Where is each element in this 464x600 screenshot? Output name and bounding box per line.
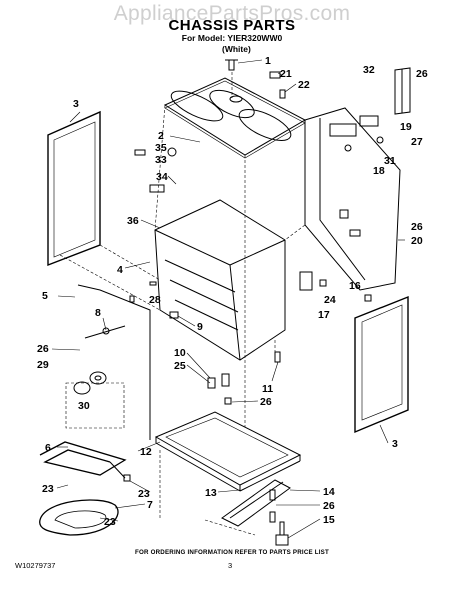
oven-cavity-part: [154, 199, 286, 361]
watermark: AppliancePartsPros.com: [113, 2, 351, 25]
color-line: (White): [222, 44, 251, 54]
callout-label: 22: [298, 79, 310, 91]
callout-label: 34: [156, 171, 168, 183]
callout-label: 18: [373, 165, 385, 177]
callout-label: 15: [323, 514, 335, 526]
callout-label: 13: [205, 487, 217, 499]
callout-label: 4: [117, 264, 123, 276]
chassis-body-part: [304, 107, 401, 291]
screw-part: [225, 59, 238, 71]
backguard-bracket-part: [394, 67, 411, 115]
wire-harness-part: [84, 325, 126, 339]
callout-label: 23: [138, 488, 150, 500]
callout-label: 26: [411, 221, 423, 233]
document-number: W10279737: [15, 561, 56, 570]
bracket-part: [269, 71, 281, 79]
callout-label: 25: [174, 360, 186, 372]
drawer-slide-part: [221, 479, 291, 527]
screw-part: [279, 89, 286, 99]
callout-label: 8: [95, 307, 101, 319]
callout-label: 11: [262, 383, 273, 395]
callout-label: 35: [155, 142, 167, 154]
callout-label: 20: [411, 235, 423, 247]
callout-label: 26: [37, 343, 49, 355]
callout-labels: 1 21 22 32 26 3 2 35 33 34 19 27 31 18 3…: [37, 55, 428, 528]
callout-label: 3: [73, 98, 79, 110]
callout-label: 7: [147, 499, 153, 511]
callout-label: 16: [349, 280, 361, 292]
callout-label: 6: [45, 442, 51, 454]
model-line: For Model: YIER320WW0: [181, 33, 283, 43]
callout-label: 19: [400, 121, 412, 133]
side-panel-part: [47, 110, 101, 267]
callout-label: 24: [324, 294, 336, 306]
callout-label: 5: [42, 290, 48, 302]
callout-label: 23: [42, 483, 54, 495]
hardware-parts: [123, 147, 372, 523]
callout-label: 26: [323, 500, 335, 512]
callout-label: 10: [174, 347, 186, 359]
callout-label: 9: [197, 321, 203, 333]
callout-label: 23: [104, 516, 116, 528]
callout-label: 36: [127, 215, 139, 227]
bake-element-part: [39, 441, 127, 479]
callout-label: 31: [384, 155, 396, 167]
callout-label: 27: [411, 136, 423, 148]
broiler-drawer-part: [154, 411, 302, 492]
callout-label: 28: [149, 294, 161, 306]
callout-label: 12: [140, 446, 152, 458]
leveling-leg-part: [275, 521, 289, 546]
callout-label: 1: [265, 55, 271, 67]
callout-label: 2: [158, 130, 164, 142]
callout-label: 26: [260, 396, 272, 408]
leader-lines: [51, 59, 405, 539]
door-panel-part: [354, 295, 409, 434]
ordering-note: FOR ORDERING INFORMATION REFER TO PARTS …: [135, 549, 329, 556]
terminal-block-part: [329, 115, 384, 152]
callout-label: 32: [363, 64, 375, 76]
callout-label: 3: [392, 438, 398, 450]
callout-label: 29: [37, 359, 49, 371]
page-title: CHASSIS PARTS: [168, 17, 296, 34]
infinite-switch-part: [65, 371, 125, 429]
guide-lines: [59, 72, 306, 536]
page-number: 3: [228, 561, 233, 570]
callout-label: 21: [280, 68, 292, 80]
callout-label: 30: [78, 400, 90, 412]
callout-label: 33: [155, 154, 167, 166]
callout-label: 14: [323, 486, 335, 498]
broil-element-part: [39, 499, 119, 536]
callout-label: 17: [318, 309, 330, 321]
callout-label: 26: [416, 68, 428, 80]
side-trim-part: [77, 284, 151, 440]
